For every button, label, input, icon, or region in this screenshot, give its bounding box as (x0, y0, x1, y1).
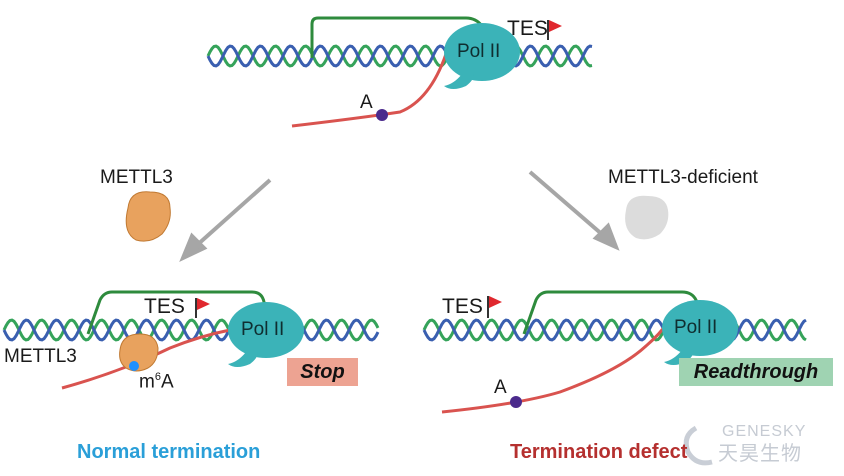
stop-badge: Stop (287, 358, 358, 386)
right-red-rna (441, 321, 670, 414)
left-tes-flag (195, 298, 210, 318)
right-a-dot (510, 396, 522, 408)
top-nascent-rna (310, 16, 494, 58)
mettl3-deficient-label: METTL3-deficient (608, 167, 758, 188)
left-tes-label: TES (144, 295, 185, 318)
left-mettl3-label: METTL3 (4, 346, 77, 367)
top-tes-flag (547, 20, 562, 40)
top-pol-ii-label: Pol II (457, 41, 501, 62)
readthrough-badge: Readthrough (679, 358, 833, 386)
left-m6a-label: m6A (139, 371, 174, 393)
right-dna-strand-green (422, 318, 807, 342)
mettl3-label: METTL3 (100, 167, 173, 188)
top-dna-strand-green (206, 44, 593, 68)
caption-termination-defect: Termination defect (510, 441, 688, 463)
mettl3-enzyme (125, 191, 171, 242)
arrow-to-normal (179, 178, 272, 263)
watermark-logo-icon (683, 425, 713, 466)
mettl3-deficient-enzyme (625, 195, 669, 240)
left-mettl3-bound (119, 333, 159, 372)
right-dna-strand-blue (422, 318, 807, 342)
top-dna-strand-blue (206, 44, 593, 68)
watermark-genesky: GENESKY (722, 423, 807, 440)
right-tes-label: TES (442, 295, 483, 318)
top-a-label: A (360, 92, 373, 113)
right-a-label: A (494, 377, 507, 398)
left-nascent-rna (86, 290, 268, 335)
watermark-chinese: 天昊生物 (718, 443, 802, 465)
left-dna-strand-green (2, 318, 380, 342)
left-red-rna (61, 328, 231, 390)
left-m6a-dot (129, 361, 139, 371)
top-pol-ii (444, 23, 520, 89)
arrow-to-defect (528, 170, 620, 251)
caption-normal-termination: Normal termination (77, 441, 261, 463)
top-red-rna (291, 53, 448, 128)
left-pol-ii (228, 302, 304, 367)
right-nascent-rna (522, 290, 702, 335)
top-a-dot (376, 109, 388, 121)
top-tes-label: TES (507, 17, 548, 40)
right-pol-ii-label: Pol II (674, 317, 718, 338)
left-pol-ii-label: Pol II (241, 319, 285, 340)
right-tes-flag (487, 296, 502, 318)
